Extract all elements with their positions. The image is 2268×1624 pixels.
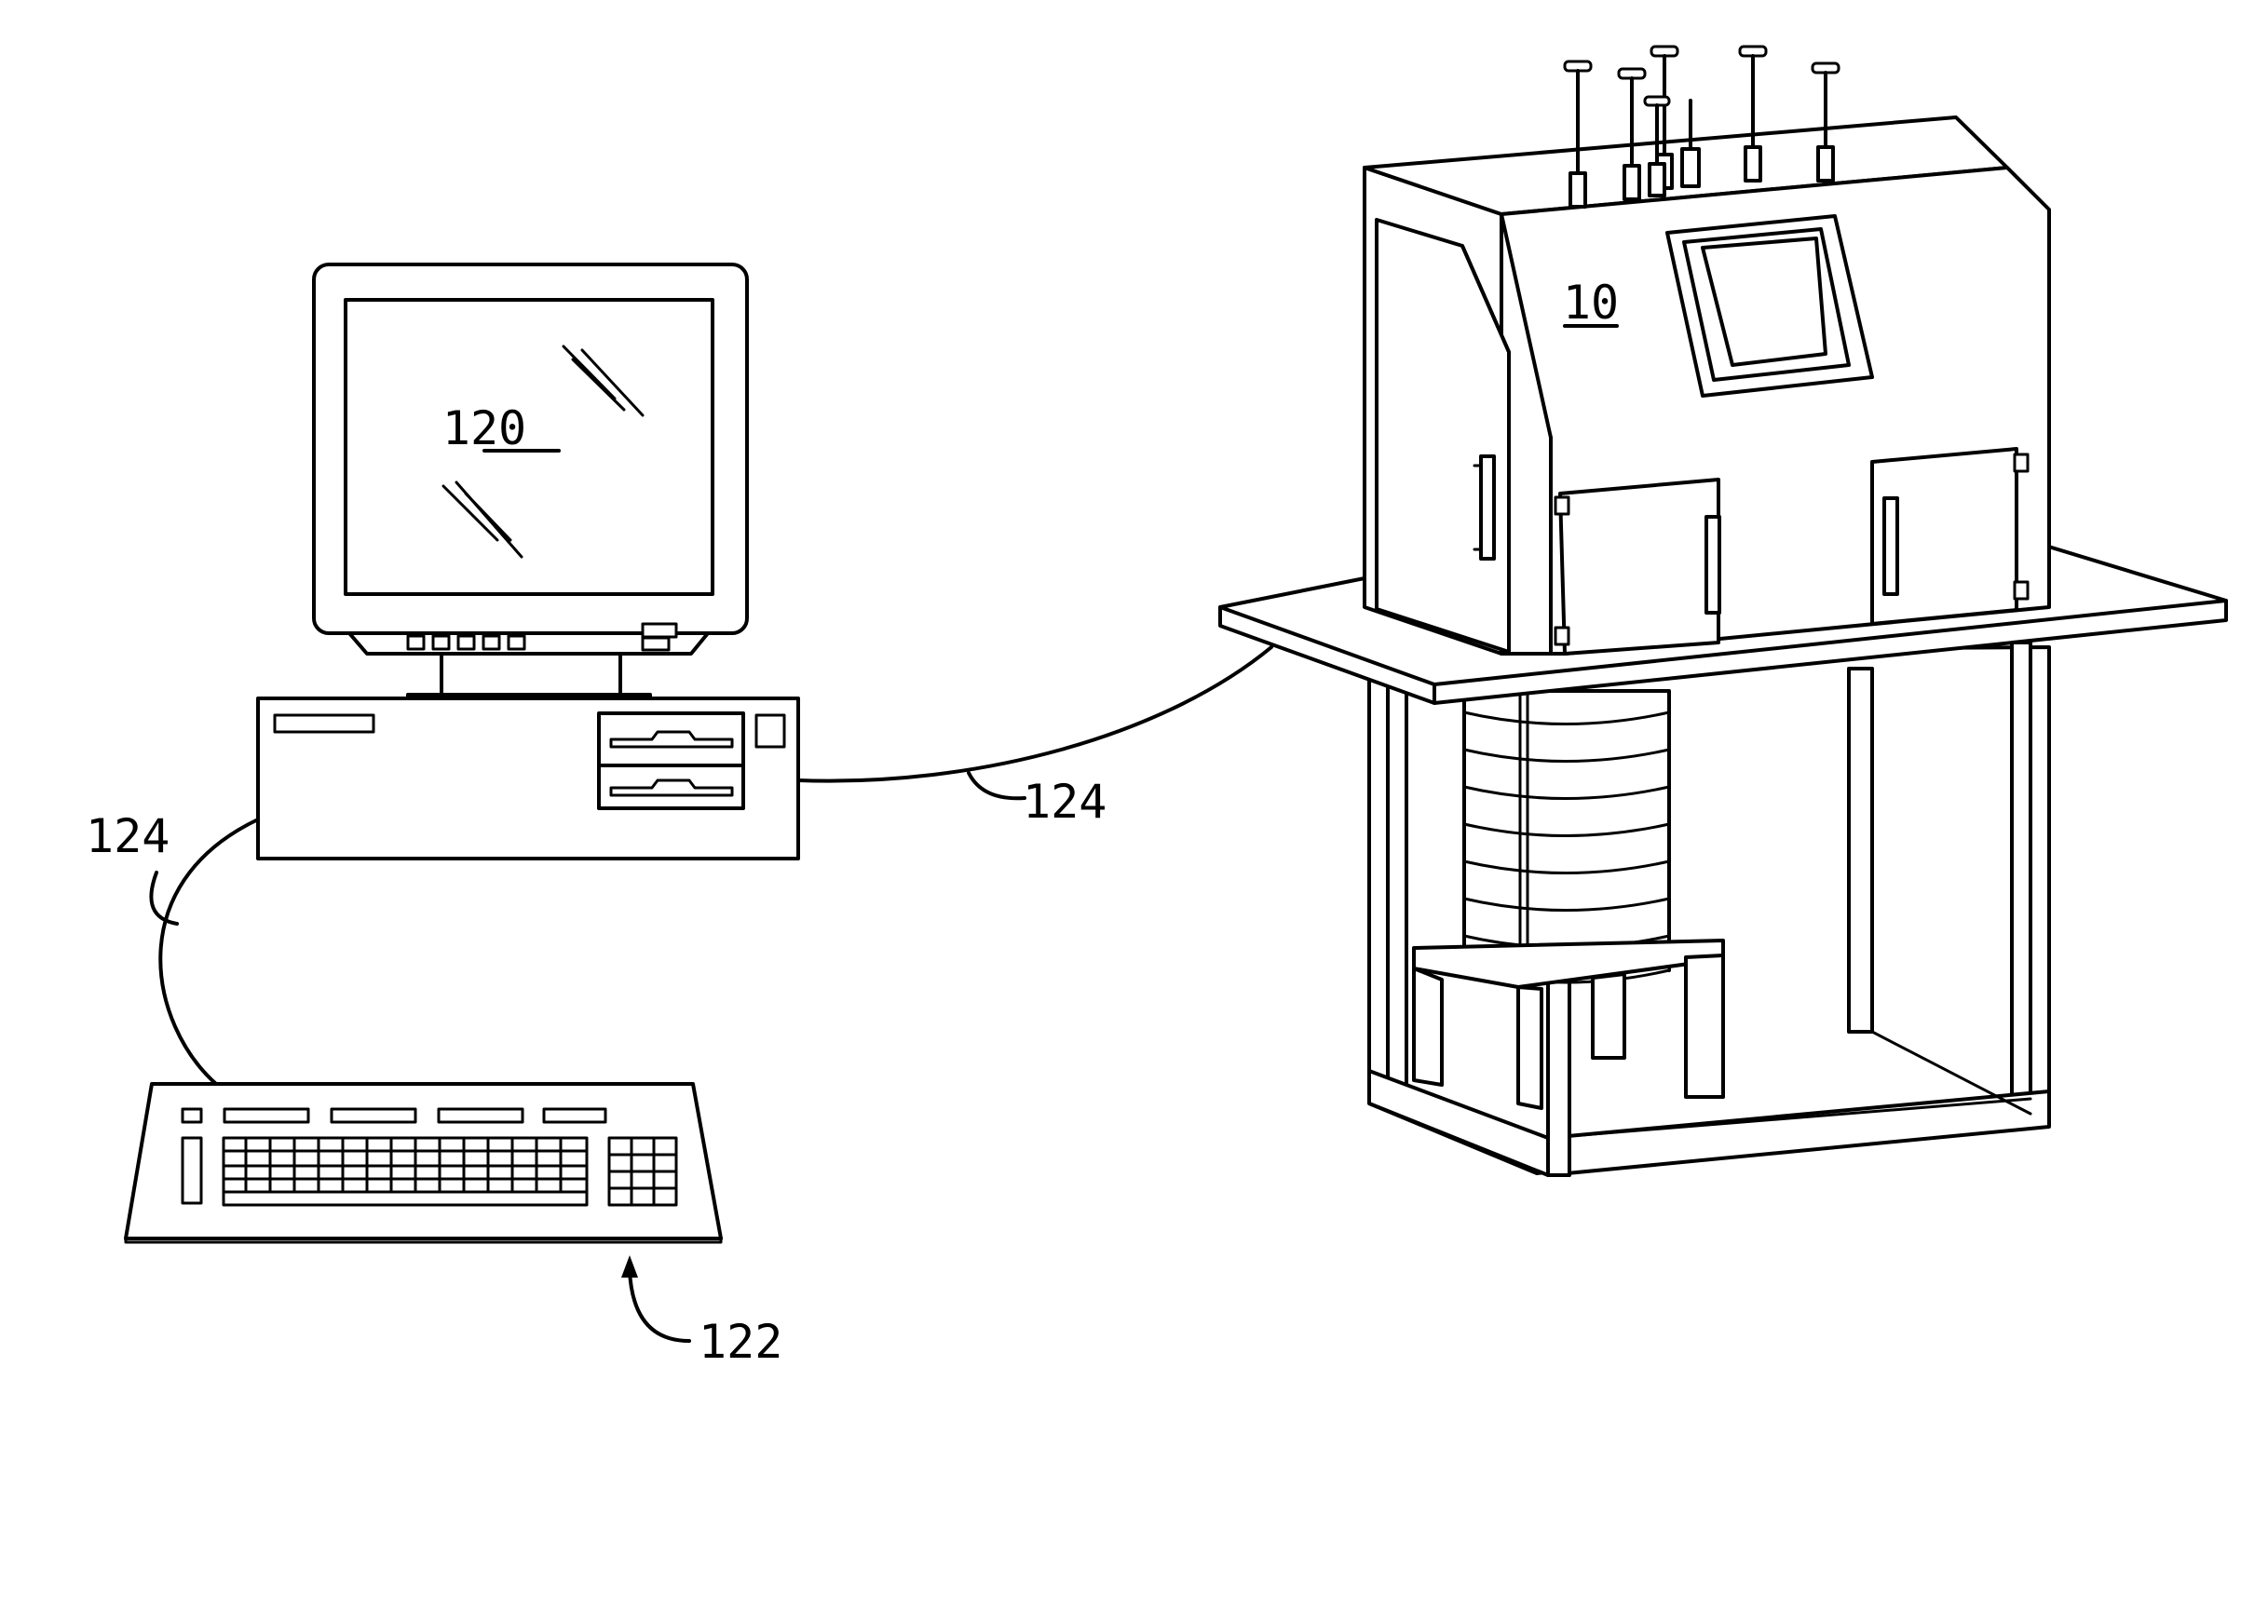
label-122-arrowhead <box>621 1255 638 1278</box>
monitor <box>314 264 747 700</box>
cable-keyboard <box>160 819 258 1084</box>
label-10: 10 <box>1563 276 1619 330</box>
label-124-right: 124 <box>1023 775 1107 829</box>
front-door-right <box>1872 449 2028 624</box>
label-124-right-leader <box>969 773 1025 798</box>
instrument-stand <box>1369 643 2049 1175</box>
instrument-cabinet <box>1365 117 2049 654</box>
cylinder-stack <box>1464 691 1669 982</box>
front-door-left <box>1555 480 1719 654</box>
computer-case <box>258 698 798 859</box>
keyboard <box>126 1084 721 1242</box>
cable-instrument <box>798 647 1271 781</box>
label-122: 122 <box>699 1315 782 1369</box>
label-122-leader <box>630 1271 689 1341</box>
label-120: 120 <box>442 401 526 455</box>
cabinet-window <box>1667 216 1872 396</box>
label-124-left: 124 <box>86 809 170 863</box>
